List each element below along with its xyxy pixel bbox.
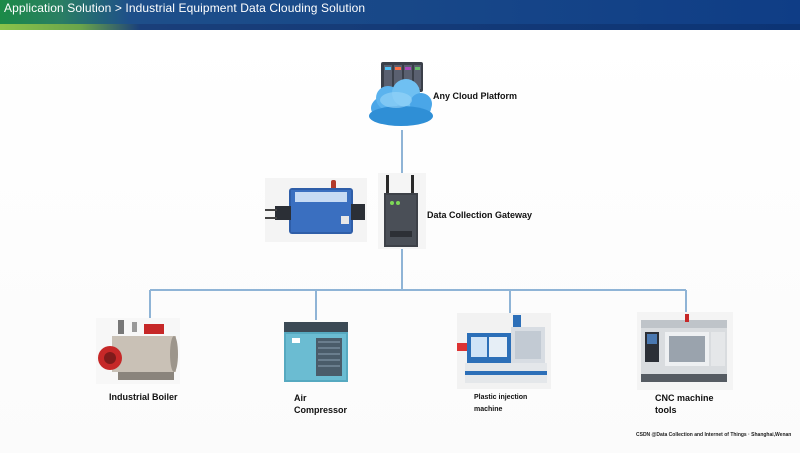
device-label-line: Plastic injection	[474, 394, 528, 401]
device-label-line: tools	[655, 405, 677, 415]
industrial-boiler-icon	[96, 318, 180, 384]
collector-module-icon	[265, 178, 367, 242]
gateway-label: Data Collection Gateway	[427, 210, 533, 220]
header-accent-band	[0, 24, 800, 30]
cloud-platform-icon	[369, 62, 433, 126]
air-compressor-icon	[284, 322, 348, 382]
cnc-machine-icon	[637, 312, 733, 390]
device-label-plastic-injection: Plastic injection machine	[474, 392, 527, 416]
device-label-line: Air	[294, 393, 307, 403]
device-label-line: CNC machine	[655, 393, 714, 403]
device-label-industrial-boiler: Industrial Boiler	[109, 392, 178, 402]
plastic-injection-machine-icon	[457, 313, 551, 389]
cloud-platform-label: Any Cloud Platform	[433, 91, 518, 101]
device-label-line: Compressor	[294, 405, 348, 415]
device-label-air-compressor: Air Compressor	[294, 392, 347, 416]
device-label-line: machine	[474, 406, 503, 413]
header-bar: Application Solution > Industrial Equipm…	[0, 0, 800, 30]
watermark-caption: CSDN @Data Collection and Internet of Th…	[636, 432, 792, 438]
breadcrumb-title: Application Solution > Industrial Equipm…	[4, 1, 366, 15]
gateway-device-icon	[378, 173, 426, 249]
device-label-cnc-machine: CNC machine tools	[655, 392, 714, 416]
